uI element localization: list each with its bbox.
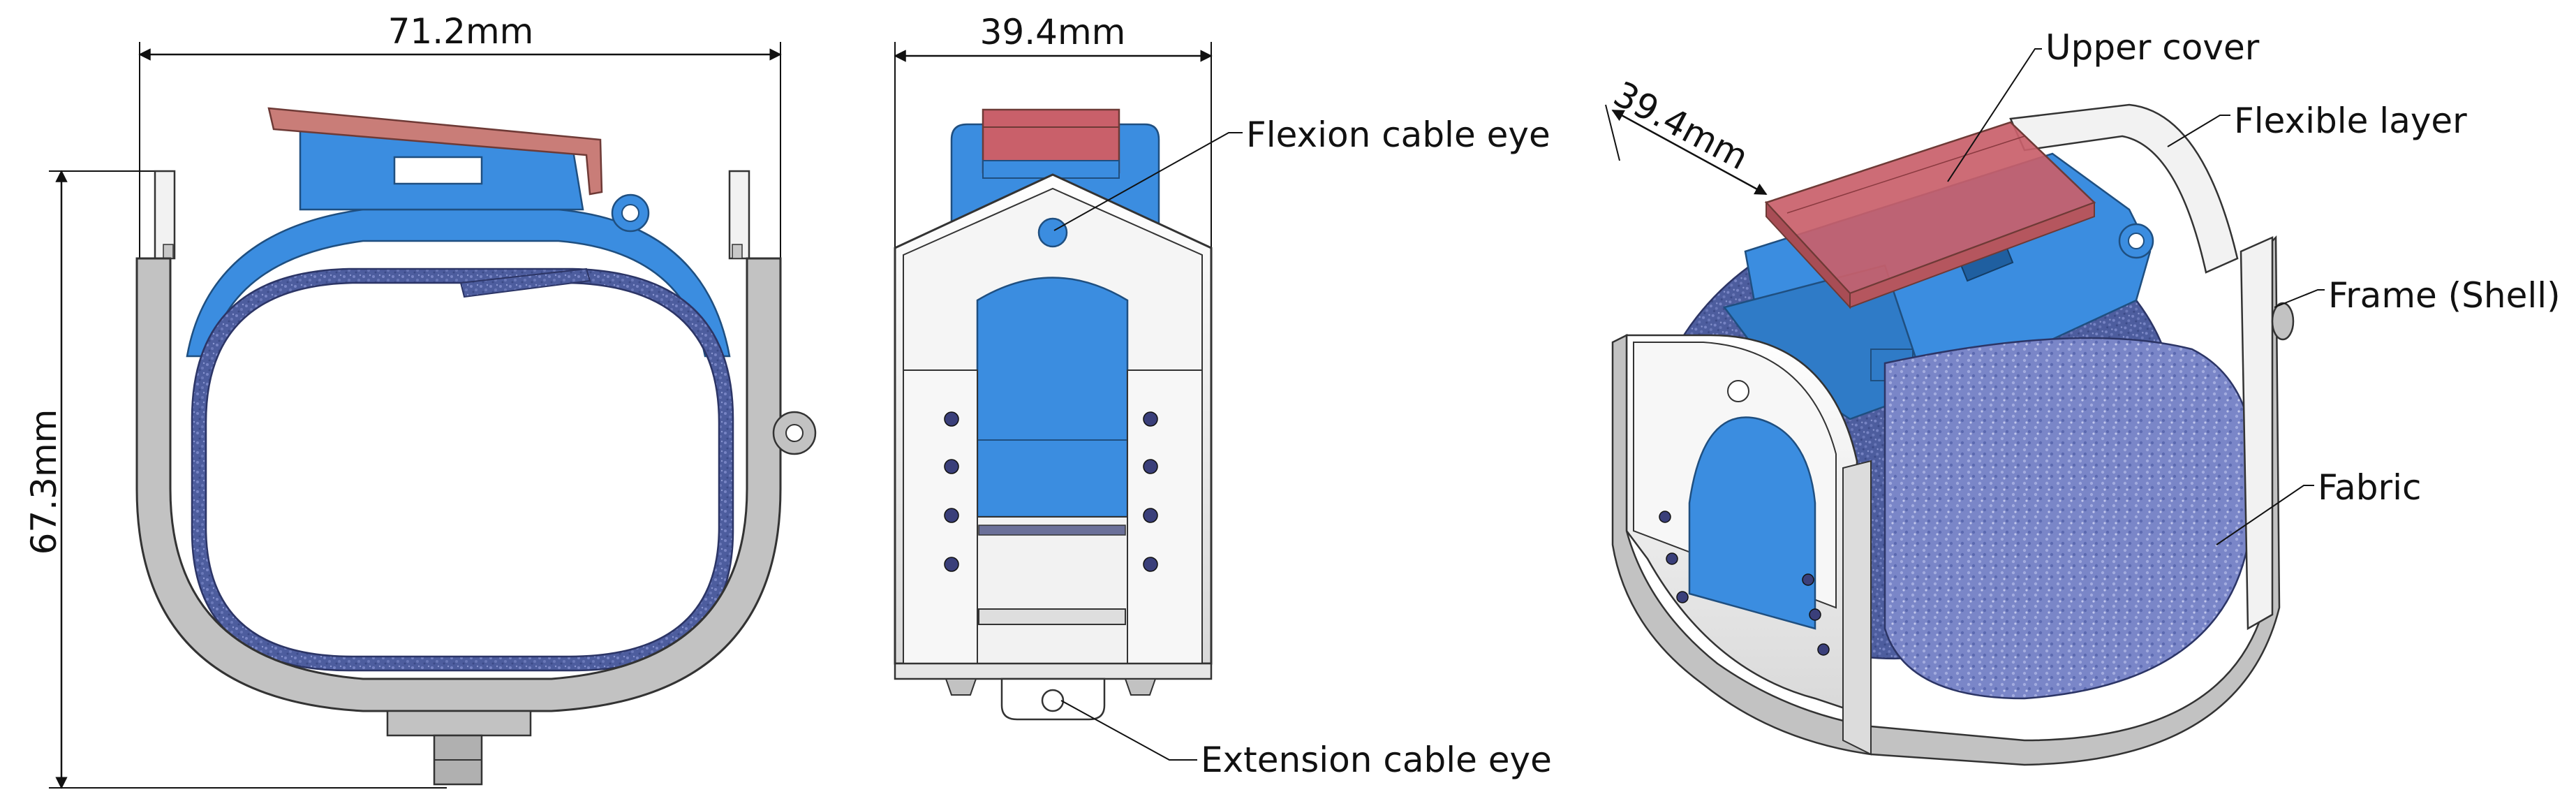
side-callouts: Flexion cable eye Extension cable eye <box>1053 115 1552 780</box>
extension-cable-eye-label: Extension cable eye <box>1201 740 1552 780</box>
iso-frame-shell <box>1611 235 2281 766</box>
side-view: 39.4mm <box>894 12 1213 721</box>
front-width-label: 71.2mm <box>388 11 534 52</box>
iso-side-eye <box>2271 302 2295 341</box>
iso-view: 39.4mm <box>1605 73 2295 766</box>
front-bottom-boss <box>386 710 532 737</box>
flexible-layer-label: Flexible layer <box>2234 101 2467 141</box>
flexion-cable-eye-label: Flexion cable eye <box>1246 115 1550 155</box>
side-width-label: 39.4mm <box>980 12 1126 52</box>
side-blue-tongue <box>976 277 1129 518</box>
front-upper-cover <box>267 107 603 196</box>
frame-shell-label: Frame (Shell) <box>2328 275 2561 316</box>
iso-callouts: Upper cover Flexible layer Frame (Shell)… <box>1947 27 2561 545</box>
fabric-label: Fabric <box>2318 467 2422 508</box>
upper-cover-label: Upper cover <box>2045 27 2260 68</box>
front-view: 71.2mm 67.3mm <box>24 11 817 789</box>
iso-depth-dimension-line <box>1611 109 1768 196</box>
side-flexion-eye <box>1037 217 1068 248</box>
iso-depth-label: 39.4mm <box>1607 73 1755 177</box>
front-fabric-ring <box>191 268 734 672</box>
iso-flexible-layer-back <box>2009 103 2239 274</box>
front-height-label: 67.3mm <box>24 409 64 555</box>
front-blue-actuator-band <box>186 208 731 358</box>
front-frame-shell <box>135 257 782 712</box>
